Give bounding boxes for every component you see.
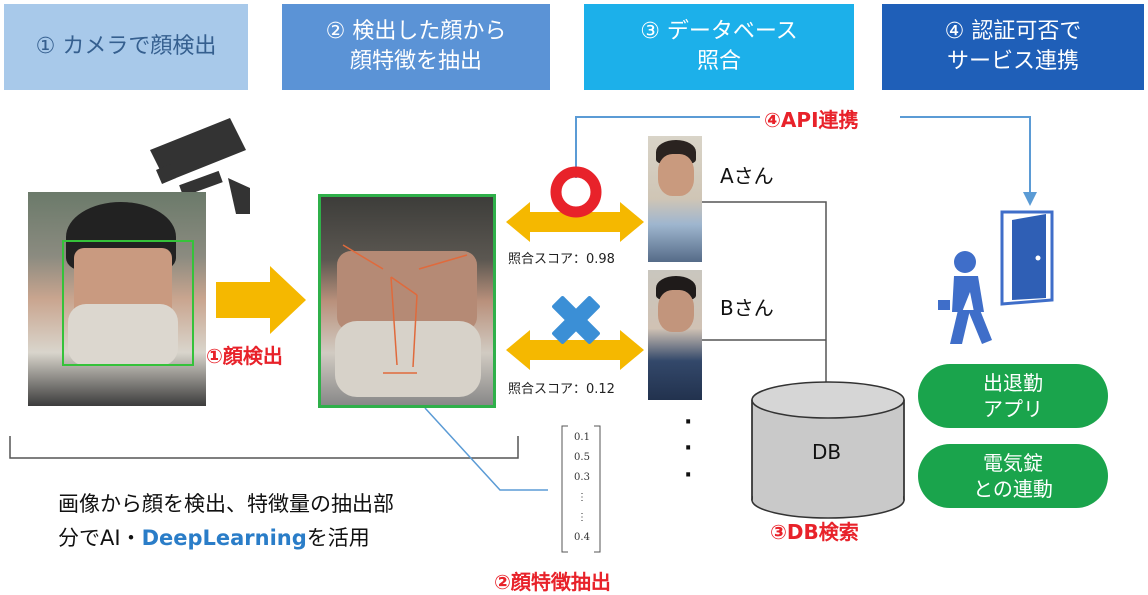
match-arrow-a (506, 202, 644, 242)
step-4-header: ④ 認証可否で サービス連携 (882, 4, 1144, 90)
db-search-label: ③DB検索 (770, 520, 859, 544)
person-a-photo (648, 136, 702, 262)
api-link-label: ④API連携 (764, 108, 859, 132)
vector-value: ⋮ (577, 512, 587, 523)
walking-person-icon (938, 251, 992, 344)
security-camera-icon (150, 118, 250, 214)
electric-lock-pill: 電気錠 との連動 (918, 444, 1108, 508)
feature-vector-bracket (561, 425, 601, 553)
caption-line-1: 画像から顔を検出、特徴量の抽出部 (58, 492, 394, 516)
camera-face-photo (28, 192, 206, 406)
db-label: DB (812, 440, 842, 464)
vector-value: 0.1 (574, 432, 590, 443)
person-b-label: Bさん (720, 296, 774, 320)
caption-prefix: 分でAI・ (58, 525, 142, 550)
vector-value: 0.4 (574, 532, 590, 543)
caption-line-2: 分でAI・DeepLearningを活用 (58, 522, 394, 556)
step-1-header: ① カメラで顔検出 (4, 4, 248, 90)
person-a-label: Aさん (720, 164, 774, 188)
step-3-header: ③ データベース 照合 (584, 4, 854, 90)
score-b: 照合スコア：0.12 (508, 382, 615, 397)
caption: 画像から顔を検出、特徴量の抽出部 分でAI・DeepLearningを活用 (58, 488, 394, 555)
face-detect-label: ①顔検出 (206, 344, 283, 368)
vector-value: 0.3 (574, 472, 590, 483)
more-records-dots: ··· (684, 410, 693, 488)
feature-extract-label: ②顔特徴抽出 (494, 570, 611, 594)
person-b-photo (648, 270, 702, 400)
score-a: 照合スコア：0.98 (508, 252, 615, 267)
vector-value: 0.5 (574, 452, 590, 463)
mismatch-cross-icon (552, 296, 600, 344)
match-arrow-b (506, 330, 644, 370)
vector-value: ⋮ (577, 492, 587, 503)
deeplearning-highlight: DeepLearning (141, 525, 307, 550)
feature-vector: 0.1 0.5 0.3 ⋮ ⋮ 0.4 (566, 428, 598, 548)
detect-arrow (216, 266, 306, 334)
match-circle-icon (550, 166, 602, 218)
caption-suffix: を活用 (306, 525, 370, 550)
step-2-header: ② 検出した顔から 顔特徴を抽出 (282, 4, 550, 90)
feature-points-overlay (342, 244, 468, 374)
attendance-app-pill: 出退勤 アプリ (918, 364, 1108, 428)
database-cylinder (751, 381, 905, 519)
feature-face-photo (318, 194, 496, 408)
door-icon (1000, 210, 1054, 306)
